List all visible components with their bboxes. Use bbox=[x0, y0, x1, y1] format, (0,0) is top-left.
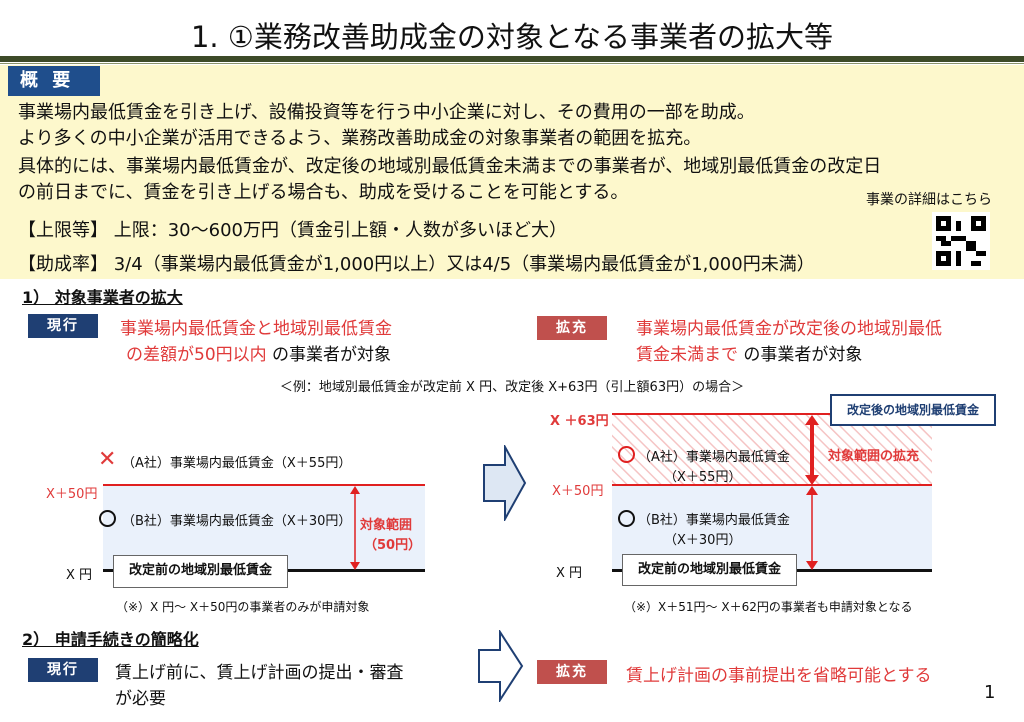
left-x50-line bbox=[103, 484, 425, 486]
current-badge: 現行 bbox=[28, 314, 98, 338]
left-base-box: 改定前の地域別最低賃金 bbox=[113, 555, 288, 588]
current-text-red: の差額が50円以内 bbox=[126, 345, 267, 365]
qr-code-icon bbox=[936, 216, 986, 266]
right-x50-label: X＋50円 bbox=[552, 484, 604, 499]
expand-text: 賃上げ計画の事前提出を省略可能とする bbox=[626, 666, 932, 686]
expand-text: 賃金未満まで の事業者が対象 bbox=[636, 340, 862, 365]
overview-line: の前日までに、賃金を引き上げる場合も、助成を受けることを可能とする。 bbox=[18, 182, 629, 203]
rate-text: 【助成率】 3/4（事業場内最低賃金が1,000円以上）又は4/5（事業場内最低… bbox=[18, 254, 815, 275]
left-x0-label: X 円 bbox=[66, 568, 93, 583]
page-title: 1. ①業務改善助成金の対象となる事業者の拡大等 bbox=[190, 20, 834, 54]
expand-text-tail: の事業者が対象 bbox=[738, 345, 863, 365]
right-x50-line bbox=[612, 484, 932, 486]
current-text-tail: の事業者が対象 bbox=[266, 345, 392, 365]
current-text: の差額が50円以内 の事業者が対象 bbox=[126, 340, 391, 365]
overview-panel bbox=[0, 65, 1024, 279]
title-divider bbox=[0, 56, 1024, 62]
circle-icon bbox=[618, 510, 635, 527]
left-range-arrow-icon bbox=[350, 486, 360, 570]
current-text-red: 事業場内最低賃金と地域別最低賃金 bbox=[120, 319, 392, 339]
left-x50-label: X＋50円 bbox=[46, 487, 98, 502]
right-base-box: 改定前の地域別最低賃金 bbox=[622, 554, 797, 586]
right-arrow-icon bbox=[478, 630, 524, 702]
right-range-arrows-icon bbox=[805, 415, 819, 570]
current-text: が必要 bbox=[115, 689, 166, 709]
cross-icon: ✕ bbox=[98, 447, 117, 472]
overview-line: 具体的には、事業場内最低賃金が、改定後の地域別最低賃金未満までの事業者が、地域別… bbox=[18, 156, 882, 177]
limit-text: 【上限等】 上限：30～600万円（賃金引上額・人数が多いほど大） bbox=[18, 220, 567, 241]
expand-text-red: 事業場内最低賃金が改定後の地域別最低 bbox=[636, 319, 942, 339]
circle-icon bbox=[99, 510, 116, 527]
section1-heading: 1） 対象事業者の拡大 bbox=[22, 288, 183, 307]
current-text: 賃上げ前に、賃上げ計画の提出・審査 bbox=[115, 663, 404, 683]
left-note: （※）X 円～ X＋50円の事業者のみが申請対象 bbox=[116, 600, 370, 614]
section2-heading: 2） 申請手続きの簡略化 bbox=[22, 630, 199, 649]
right-x0-label: X 円 bbox=[556, 566, 583, 581]
after-wage-box: 改定後の地域別最低賃金 bbox=[830, 394, 996, 426]
current-badge: 現行 bbox=[28, 658, 98, 682]
expand-badge: 拡充 bbox=[537, 660, 607, 684]
right-company-b-value: （X＋30円） bbox=[664, 533, 742, 548]
right-company-b: （B社）事業場内最低賃金 bbox=[638, 513, 790, 528]
right-note: （※）X＋51円～ X＋62円の事業者も申請対象となる bbox=[624, 600, 913, 614]
qr-code[interactable] bbox=[932, 212, 990, 270]
expand-text-red: 賃金未満まで bbox=[636, 345, 738, 365]
expand-badge: 拡充 bbox=[537, 316, 607, 340]
left-company-a: （A社）事業場内最低賃金（X＋55円） bbox=[122, 456, 352, 471]
overview-line: より多くの中小企業が活用できるよう、業務改善助成金の対象事業者の範囲を拡充。 bbox=[18, 128, 702, 149]
title-divider-thin bbox=[0, 63, 1024, 64]
circle-icon bbox=[618, 446, 635, 463]
right-x63-line bbox=[612, 413, 932, 415]
overview-line: 事業場内最低賃金を引き上げ、設備投資等を行う中小企業に対し、その費用の一部を助成… bbox=[18, 102, 755, 123]
right-company-a-value: （X＋55円） bbox=[664, 470, 742, 485]
example-caption: ＜例：地域別最低賃金が改定前 X 円、改定後 X+63円（引上額63円）の場合＞ bbox=[279, 380, 745, 395]
left-company-b: （B社）事業場内最低賃金（X＋30円） bbox=[122, 514, 352, 529]
expand-range-label: 対象範囲の拡充 bbox=[828, 449, 920, 464]
overview-label: 概 要 bbox=[8, 66, 100, 96]
left-range-value: （50円） bbox=[364, 538, 422, 553]
page-number: 1 bbox=[984, 682, 996, 703]
right-arrow-icon bbox=[483, 445, 527, 521]
right-company-a: （A社）事業場内最低賃金 bbox=[638, 450, 790, 465]
left-range-label: 対象範囲 bbox=[360, 518, 413, 533]
right-x63-label: X ＋63円 bbox=[550, 414, 609, 429]
details-link[interactable]: 事業の詳細はこちら bbox=[866, 192, 992, 208]
